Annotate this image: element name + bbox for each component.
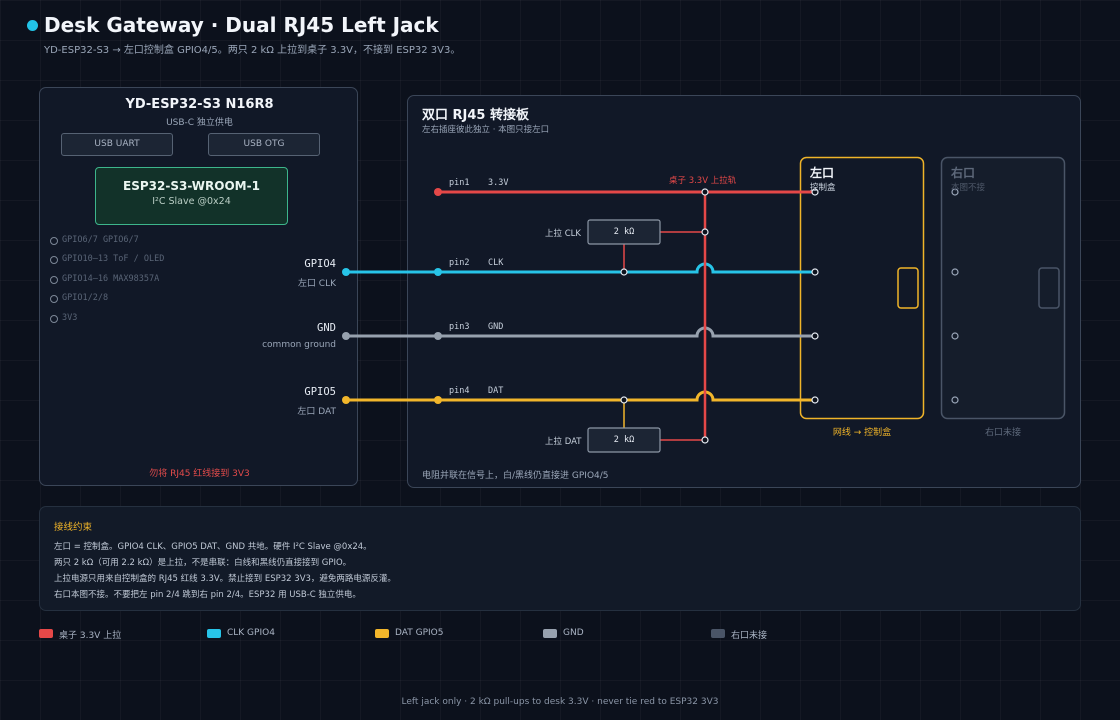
clk-pullup-label: 上拉 CLK (545, 229, 581, 239)
esp32-board-title: YD-ESP32-S3 N16R8 (125, 97, 274, 112)
page-title: Desk Gateway · Dual RJ45 Left Jack (44, 13, 439, 37)
left-jack-latch (897, 267, 919, 309)
right-jack-subtitle: 本图不接 (951, 183, 986, 193)
pin3-label: pin3 (449, 322, 470, 332)
junction-node (620, 396, 628, 404)
esp32-board-panel: YD-ESP32-S3 N16R8 USB-C 独立供电 USB UART US… (39, 87, 358, 486)
right-jack-pin (951, 332, 959, 340)
pin-list-item: GPIO10–13 ToF / OLED (62, 254, 165, 264)
gpio4-sublabel: 左口 CLK (297, 279, 336, 289)
pin-list-item: GPIO14–16 MAX98357A (62, 274, 160, 284)
right-jack-outline (940, 156, 1066, 420)
legend-label: GND (563, 628, 584, 638)
constraints-heading: 接线约束 (54, 522, 93, 533)
pin3-signal: GND (488, 322, 504, 332)
pin-dot (50, 295, 58, 303)
left-jack-subtitle: 控制盒 (810, 183, 836, 193)
clk-wire (346, 262, 815, 274)
junction-node (701, 436, 709, 444)
gnd-sublabel: common ground (262, 340, 336, 350)
pin2-node (434, 268, 442, 276)
junction-node (701, 228, 709, 236)
constraint-line: 两只 2 kΩ（可用 2.2 kΩ）是上拉，不是串联：白线和黑线仍直接接到 GP… (54, 558, 352, 568)
legend-label: 右口未接 (731, 631, 768, 641)
esp32-warning: 勿将 RJ45 红线接到 3V3 (149, 469, 250, 479)
pin2-signal: CLK (488, 258, 504, 268)
legend-swatch (711, 629, 725, 638)
breakout-footnote: 电阻并联在信号上，白/黑线仍直接进 GPIO4/5 (422, 471, 609, 481)
esp-gpio4-node (342, 268, 350, 276)
esp-gnd-node (342, 332, 350, 340)
page-footer: Left jack only · 2 kΩ pull-ups to desk 3… (401, 697, 719, 707)
legend-swatch (543, 629, 557, 638)
gnd-label: GND (317, 322, 336, 334)
usb-otg-port: USB OTG (208, 133, 320, 156)
legend-label: 桌子 3.3V 上拉 (59, 631, 122, 641)
legend-label: DAT GPIO5 (395, 628, 444, 638)
gpio4-label: GPIO4 (304, 258, 336, 270)
breakout-title: 双口 RJ45 转接板 (422, 108, 529, 123)
dat-pullup-label: 上拉 DAT (545, 437, 582, 447)
constraint-line: 左口 = 控制盒。GPIO4 CLK、GPIO5 DAT、GND 共地。硬件 I… (54, 542, 372, 552)
pin2-label: pin2 (449, 258, 470, 268)
esp-gpio5-node (342, 396, 350, 404)
pin3-node (434, 332, 442, 340)
clk-pullup-resistor (587, 219, 661, 245)
wiring-constraints-panel: 接线约束 左口 = 控制盒。GPIO4 CLK、GPIO5 DAT、GND 共地… (39, 506, 1081, 611)
esp32-module: ESP32-S3-WROOM-1 I²C Slave @0x24 (95, 167, 288, 225)
dat-wire (346, 390, 815, 402)
module-i2c-address: I²C Slave @0x24 (152, 196, 231, 207)
gpio5-label: GPIO5 (304, 386, 336, 398)
junction-node (701, 188, 709, 196)
left-jack-pin (811, 332, 819, 340)
pin-list-item: GPIO1/2/8 (62, 293, 109, 303)
pin-list-item: 3V3 (62, 313, 78, 323)
title-status-dot (27, 20, 38, 31)
right-jack-pin (951, 188, 959, 196)
pin4-label: pin4 (449, 386, 470, 396)
pin-dot (50, 237, 58, 245)
module-name: ESP32-S3-WROOM-1 (123, 179, 260, 193)
dat-pullup-resistor (587, 427, 661, 453)
junction-node (620, 268, 628, 276)
pin-dot (50, 256, 58, 264)
right-jack-pin (951, 396, 959, 404)
gnd-wire (346, 326, 815, 338)
constraint-line: 右口本图不接。不要把左 pin 2/4 跳到右 pin 2/4。ESP32 用 … (54, 590, 361, 600)
constraint-line: 上拉电源只用来自控制盒的 RJ45 红线 3.3V。禁止接到 ESP32 3V3… (54, 574, 396, 584)
gpio5-sublabel: 左口 DAT (297, 407, 336, 417)
legend-label: CLK GPIO4 (227, 628, 275, 638)
breakout-subtitle: 左右插座彼此独立 · 本图只接左口 (422, 125, 550, 135)
pin-dot (50, 315, 58, 323)
pin4-node (434, 396, 442, 404)
clk-resistor-value: 2 kΩ (613, 227, 635, 237)
pin4-signal: DAT (488, 386, 504, 396)
right-jack-title: 右口 (951, 166, 976, 180)
pin1-label: pin1 (449, 178, 470, 188)
pin1-node (434, 188, 442, 196)
esp32-board-subtitle: USB-C 独立供电 (166, 118, 233, 128)
left-jack-pin (811, 268, 819, 276)
legend-swatch (207, 629, 221, 638)
pin-dot (50, 276, 58, 284)
left-jack-caption: 网线 → 控制盒 (832, 428, 892, 438)
left-jack-outline (799, 156, 925, 420)
left-jack-title: 左口 (810, 166, 835, 180)
right-jack-caption: 右口未接 (984, 428, 1021, 438)
left-jack-pin (811, 396, 819, 404)
right-jack-latch (1038, 267, 1060, 309)
usb-uart-port: USB UART (61, 133, 173, 156)
left-jack-pin (811, 188, 819, 196)
right-jack-pin (951, 268, 959, 276)
dat-resistor-value: 2 kΩ (613, 435, 635, 445)
legend-swatch (375, 629, 389, 638)
pin-list-item: GPIO6/7 GPIO6/7 (62, 235, 139, 245)
page-subtitle: YD-ESP32-S3 → 左口控制盒 GPIO4/5。两只 2 kΩ 上拉到桌… (44, 45, 461, 56)
pin1-signal: 3.3V (488, 178, 509, 188)
pullup-rail-label: 桌子 3.3V 上拉轨 (669, 176, 737, 186)
legend-swatch (39, 629, 53, 638)
